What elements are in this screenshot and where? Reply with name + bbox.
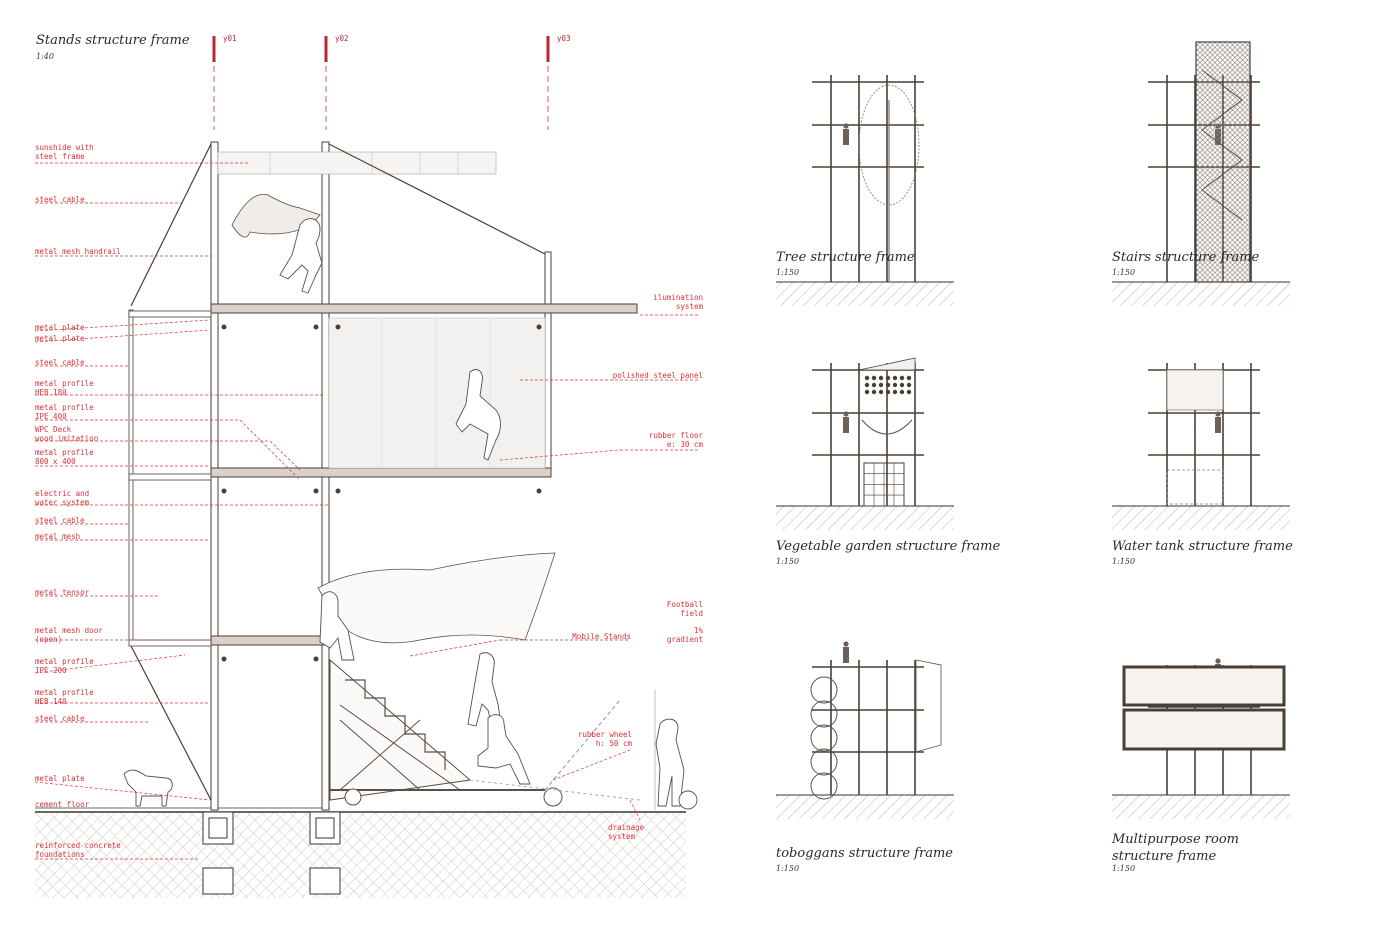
label-metal-plate-3: metal plate — [35, 774, 85, 783]
leader-lines — [34, 162, 700, 860]
frame-drawing-tree — [776, 75, 954, 306]
axis-label-y02: y02 — [335, 34, 349, 43]
label-gradient: 1% gradient — [666, 626, 703, 644]
frame-scale-tree: 1:150 — [776, 268, 800, 277]
frame-title-stairs: Stairs structure frame — [1112, 250, 1260, 265]
frame-title-tree: Tree structure frame — [776, 250, 915, 265]
frame-drawing-garden — [776, 357, 954, 530]
frame-title-garden: Vegetable garden structure frame — [776, 539, 1001, 554]
mobile-stands — [329, 658, 641, 807]
frame-title-multipurpose: Multipurpose room structure frame — [1112, 832, 1239, 864]
label-metal-plate-1: metal plate — [35, 323, 85, 332]
label-mesh-door: metal mesh door (open) — [35, 626, 103, 644]
frame-drawing-toboggans — [776, 641, 954, 819]
label-electric-water: electric and water system — [35, 489, 90, 507]
label-cement-floor: cement floor — [35, 800, 90, 809]
people-figures — [123, 218, 698, 810]
label-ipe-400: metal profile IPE 400 — [35, 403, 94, 421]
tree-icon — [858, 84, 920, 282]
frame-scale-multipurpose: 1:150 — [1112, 864, 1136, 873]
label-metal-mesh: metal mesh — [35, 532, 81, 541]
mini-frames — [776, 41, 1290, 819]
label-polished-panel: polished steel panel — [612, 371, 703, 380]
label-wpc-deck: WPC Deck wood imitation — [35, 425, 99, 443]
person-icon — [1215, 411, 1221, 433]
frame-scale-garden: 1:150 — [776, 557, 800, 566]
label-football-field: Football field — [666, 600, 703, 618]
ground — [35, 807, 686, 898]
axis-lines — [212, 36, 550, 130]
label-foundations: reinforced concrete foundations — [35, 841, 121, 859]
frame-drawing-stairs — [1112, 41, 1290, 306]
person-icon — [843, 123, 849, 145]
label-steel-cable-2: steel cable — [35, 358, 85, 367]
flag-icon — [231, 193, 556, 644]
axis-label-y03: y03 — [557, 34, 571, 43]
main-title: Stands structure frame — [36, 33, 190, 48]
axis-label-y01: y01 — [223, 34, 237, 43]
foundations — [202, 811, 341, 895]
frame-title-water-tank: Water tank structure frame — [1112, 539, 1293, 554]
label-rubber-floor: rubber floor e: 30 cm — [648, 431, 703, 449]
label-steel-cable-3: steel cable — [35, 516, 85, 525]
structure — [128, 141, 638, 811]
label-mobile-stands: Mobile Stands — [572, 632, 631, 641]
label-heb-180: metal profile HEB 180 — [35, 379, 94, 397]
frame-drawing-multipurpose — [1112, 658, 1290, 819]
label-sunshide: sunshide with steel frame — [35, 143, 94, 161]
frame-drawing-water-tank — [1112, 363, 1290, 530]
frame-scale-toboggans: 1:150 — [776, 864, 800, 873]
label-drainage: drainage system — [608, 823, 645, 841]
person-icon — [843, 411, 849, 433]
label-mesh-handrail: metal mesh handrail — [35, 247, 121, 256]
label-metal-tensor: metal tensor — [35, 588, 90, 597]
label-profile-800: metal profile 800 x 400 — [35, 448, 94, 466]
label-rubber-wheel: rubber wheel h: 50 cm — [577, 730, 632, 748]
label-ipe-200: metal profile IPE 200 — [35, 657, 94, 675]
label-steel-cable-1: steel cable — [35, 195, 85, 204]
label-ilumination: ilumination system — [653, 293, 703, 311]
main-scale: 1:40 — [36, 52, 54, 61]
frame-title-toboggans: toboggans structure frame — [776, 846, 953, 861]
label-heb-140: metal profile HEB 140 — [35, 688, 94, 706]
label-steel-cable-4: steel cable — [35, 714, 85, 723]
frame-scale-stairs: 1:150 — [1112, 268, 1136, 277]
person-icon — [843, 641, 849, 663]
label-metal-plate-2: metal plate — [35, 334, 85, 343]
frame-scale-water-tank: 1:150 — [1112, 557, 1136, 566]
